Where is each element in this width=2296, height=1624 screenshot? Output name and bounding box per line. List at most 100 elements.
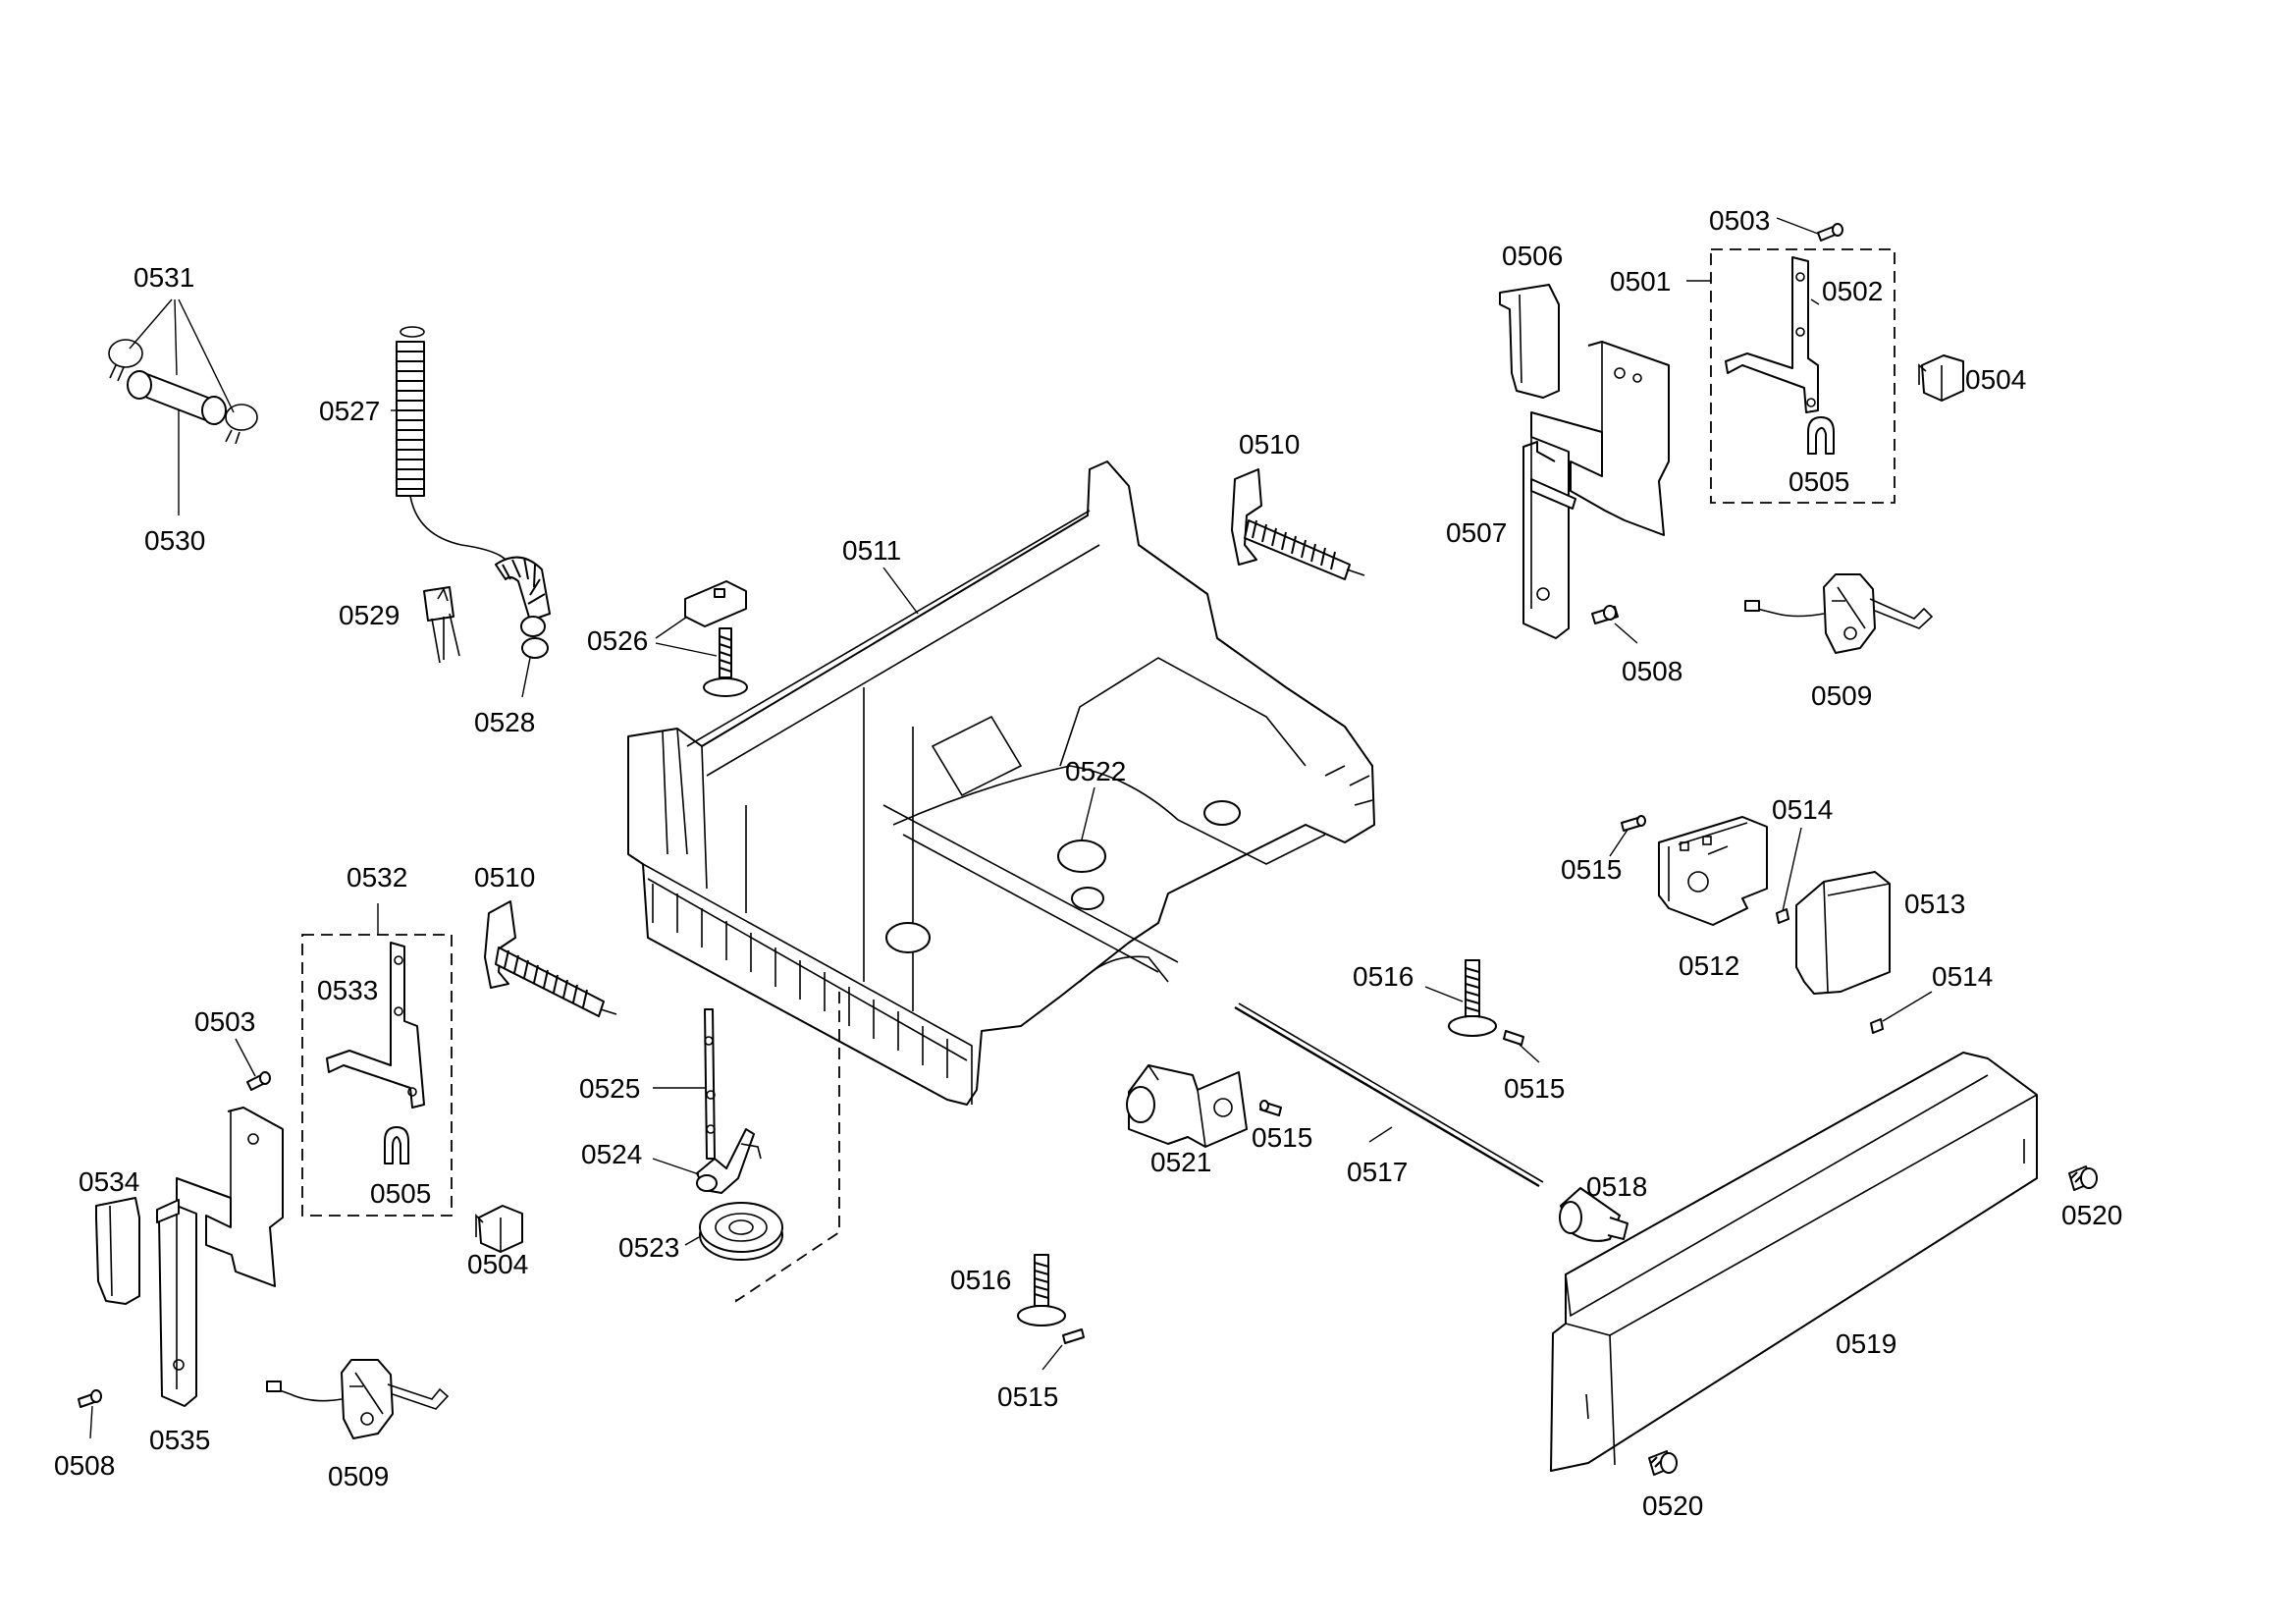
part-0534-bracket-cover	[95, 1197, 140, 1305]
label-0518: 0518	[1586, 1171, 1647, 1202]
label-0505-bottom: 0505	[370, 1178, 431, 1209]
label-0508-bottom: 0508	[54, 1450, 115, 1481]
label-0516-bottom: 0516	[950, 1265, 1011, 1295]
label-0533: 0533	[317, 975, 378, 1005]
label-0534: 0534	[79, 1166, 139, 1197]
part-0521-inlet-valve	[1126, 1064, 1248, 1148]
part-0525-float-rod	[704, 1008, 716, 1160]
label-0526: 0526	[587, 625, 648, 656]
part-0516-foot-bottom	[1017, 1254, 1066, 1326]
label-0503-bottom: 0503	[194, 1006, 255, 1037]
part-0535-side-bracket	[156, 1107, 284, 1407]
part-0515-screw-a	[1621, 815, 1646, 832]
label-0515-c: 0515	[1252, 1122, 1312, 1153]
leader-0523	[684, 1236, 700, 1246]
label-0504-top: 0504	[1965, 364, 2026, 395]
leader-0508-top	[1614, 623, 1638, 644]
part-0516-foot-mid	[1448, 959, 1497, 1037]
kit-box-0532	[301, 934, 453, 1217]
label-0503-top: 0503	[1709, 205, 1770, 236]
part-0529-hose-clip	[423, 586, 460, 664]
leader-0516-mid	[1424, 986, 1464, 1002]
label-0510-top: 0510	[1239, 429, 1300, 460]
label-0501: 0501	[1610, 266, 1671, 297]
label-0527: 0527	[319, 396, 380, 426]
label-0505-top: 0505	[1789, 466, 1849, 497]
part-0504-cap-top	[1918, 354, 1964, 402]
label-0514-a: 0514	[1772, 794, 1833, 825]
part-0515-screw-c	[1259, 1100, 1282, 1116]
part-0506-bracket-cover	[1499, 284, 1560, 399]
label-0528: 0528	[474, 707, 535, 737]
part-0503-screw-bottom	[246, 1071, 271, 1091]
part-0503-screw-top	[1817, 223, 1843, 242]
label-0506: 0506	[1502, 241, 1563, 271]
label-0520-a: 0520	[2061, 1200, 2122, 1230]
label-0524: 0524	[581, 1139, 642, 1169]
label-0516-mid: 0516	[1353, 961, 1414, 992]
part-0520-screw-a	[2068, 1165, 2098, 1191]
part-0514-screw-b	[1870, 1018, 1884, 1034]
label-0520-b: 0520	[1642, 1490, 1703, 1521]
leader-0511	[882, 567, 919, 615]
label-0514-b: 0514	[1932, 961, 1993, 992]
part-0504-cap-bottom	[475, 1205, 523, 1253]
leader-0514-b	[1882, 991, 1933, 1022]
part-0524-float-lever	[696, 1128, 762, 1194]
leader-0515-d	[1041, 1344, 1063, 1371]
leader-0503-top	[1776, 217, 1819, 235]
label-0511: 0511	[842, 535, 901, 566]
part-0508-screw-bottom	[78, 1389, 102, 1408]
part-0527-drain-hose	[396, 326, 551, 659]
label-0530: 0530	[144, 525, 205, 556]
label-0508-top: 0508	[1622, 656, 1682, 686]
leader-0517	[1368, 1126, 1393, 1143]
label-0515-d: 0515	[997, 1381, 1058, 1412]
part-0505-clip-top	[1807, 416, 1835, 455]
label-0523: 0523	[618, 1232, 679, 1263]
part-0510-spring-top	[1231, 468, 1365, 580]
leader-0514-a	[1782, 827, 1802, 912]
leader-0503-bottom	[235, 1038, 256, 1077]
label-0535: 0535	[149, 1425, 210, 1455]
part-0530-hose-connector	[127, 370, 227, 425]
label-0509-bottom: 0509	[328, 1461, 389, 1491]
label-0522: 0522	[1065, 756, 1126, 786]
label-0529: 0529	[339, 600, 400, 630]
leader-0522	[1081, 786, 1095, 840]
part-0517-rod	[1234, 1002, 1544, 1188]
part-0502-hinge-bracket	[1725, 256, 1819, 413]
label-0525: 0525	[579, 1073, 640, 1104]
label-0512: 0512	[1679, 950, 1739, 981]
leader-0524	[652, 1158, 700, 1175]
label-0517: 0517	[1347, 1157, 1408, 1187]
part-0523-float	[699, 1202, 783, 1261]
part-0531-hose-clamps	[108, 339, 258, 445]
leader-0515-a	[1609, 829, 1629, 857]
assembly-line-0522-0523	[735, 992, 840, 1303]
leader-0528	[521, 657, 531, 698]
label-0502: 0502	[1822, 276, 1883, 306]
part-0533-hinge-bracket	[326, 942, 425, 1109]
label-0532: 0532	[347, 862, 407, 893]
part-0520-screw-b	[1648, 1450, 1678, 1476]
label-0531: 0531	[133, 262, 194, 293]
label-0519: 0519	[1836, 1328, 1896, 1359]
part-0505-clip-bottom	[384, 1126, 409, 1164]
leader-0508-bottom	[89, 1405, 93, 1439]
part-0515-screw-d	[1062, 1328, 1085, 1344]
part-0515-screw-b	[1503, 1030, 1524, 1046]
part-0526-adjustable-foot	[684, 580, 748, 697]
label-0504-bottom: 0504	[467, 1249, 528, 1279]
part-0508-screw-top	[1591, 605, 1619, 624]
kit-box-0501	[1710, 248, 1896, 504]
label-0513: 0513	[1904, 889, 1965, 919]
part-0512-control-housing	[1658, 816, 1768, 926]
leader-0515-b	[1519, 1044, 1540, 1063]
leader-0531	[129, 298, 235, 413]
label-0521: 0521	[1150, 1147, 1211, 1177]
part-0511-base-tub	[627, 460, 1375, 1106]
label-0507: 0507	[1446, 517, 1507, 548]
part-0513-cover	[1795, 871, 1891, 995]
